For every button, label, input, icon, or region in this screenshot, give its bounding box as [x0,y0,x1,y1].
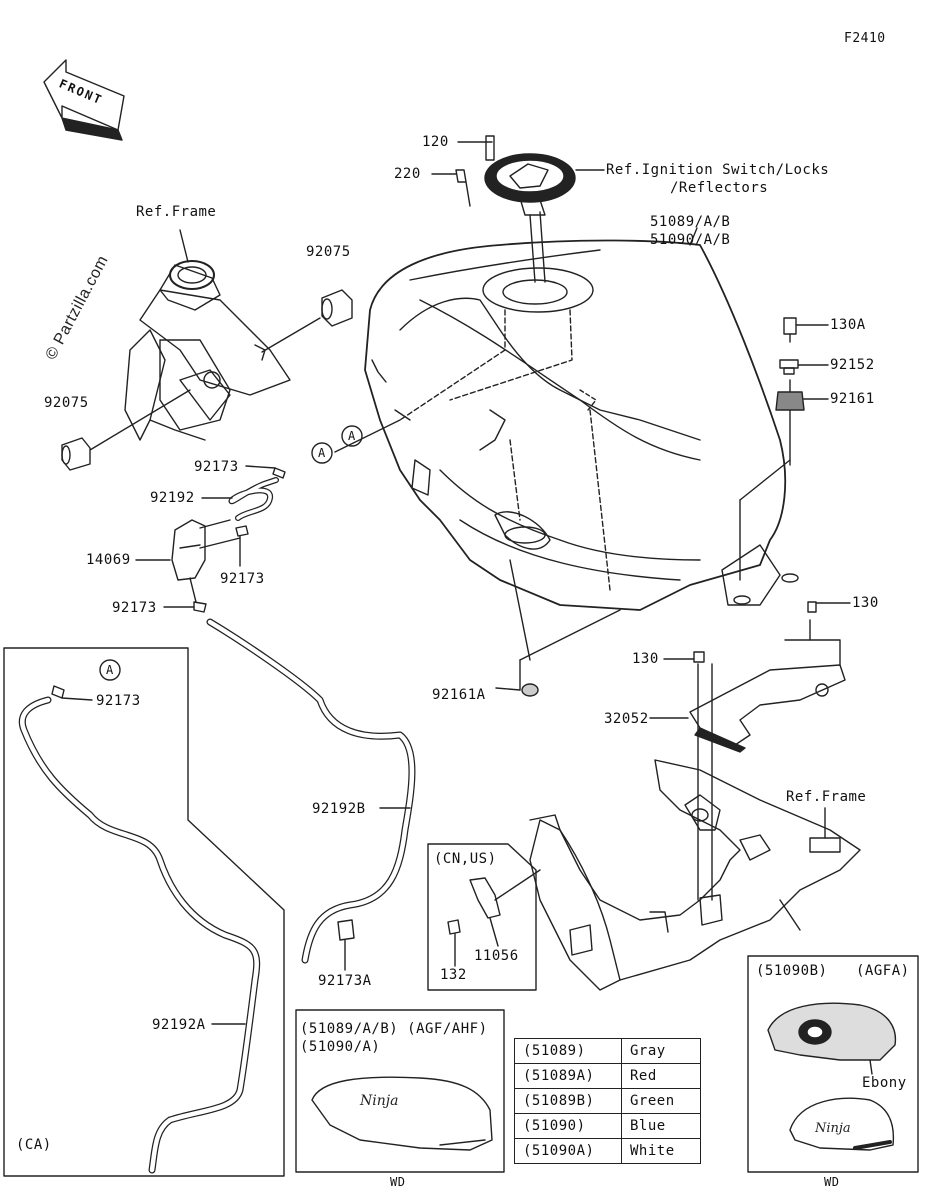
label-92161: 92161 [830,391,875,407]
color-row: (51089)Gray [514,1038,701,1064]
label-120: 120 [422,134,449,150]
label-130A: 130A [830,317,866,333]
diagram-code: F2410 [844,31,886,46]
agf-line-2: (51090/A) [300,1039,381,1055]
tank-cover-agfa-drawing: Ninja [767,1002,897,1151]
color-table: (51089)Gray (51089A)Red (51089B)Green (5… [514,1038,701,1164]
tank-cover-agf-drawing: Ninja [311,1076,493,1151]
cnus-title: (CN,US) [434,851,497,867]
fuel-cap-drawing [431,135,605,283]
ca-circle-a-label: A [106,663,114,677]
leader-lines [334,419,621,697]
cnus-label-11056: 11056 [474,948,519,964]
rubber-92075-left [61,437,91,471]
color-row: (51090)Blue [514,1113,701,1139]
callout-circle-a-ca [99,659,121,681]
color-part-cell: (51089A) [514,1063,622,1089]
label-51089: 51089/A/B [650,214,731,230]
callout-circle-a-1 [311,442,333,464]
agf-line-1: (51089/A/B) (AGF/AHF) [300,1021,488,1037]
svg-text:Ninja: Ninja [359,1093,398,1109]
label-92173-b: 92173 [220,571,265,587]
cnus-label-132: 132 [440,967,467,983]
ca-label-92192A: 92192A [152,1017,206,1033]
label-circle-a-2: A [348,429,356,443]
label-92192B: 92192B [312,801,366,817]
label-circle-a-1: A [318,446,326,460]
label-14069: 14069 [86,552,131,568]
clamps-92173 [163,465,286,613]
agfa-part: (51090B) [756,963,828,979]
ca-tag: (CA) [16,1137,52,1153]
agf-wd: WD [390,1175,406,1189]
label-92173A: 92173A [318,973,372,989]
rubber-92161-icon [775,391,829,411]
color-row: (51089B)Green [514,1088,701,1114]
label-32052: 32052 [604,711,649,727]
svg-text:Ninja: Ninja [814,1121,851,1136]
label-92075-top: 92075 [306,244,351,260]
color-name-cell: Blue [621,1113,701,1139]
hose-92192 [201,477,279,521]
hose-92192B [206,618,416,971]
color-part-cell: (51090) [514,1113,622,1139]
agfa-color: Ebony [862,1075,907,1091]
callout-circle-a-2 [341,425,363,447]
ca-box-frame [3,647,285,1177]
front-arrow-icon [43,59,125,141]
color-name-cell: Gray [621,1038,701,1064]
color-part-cell: (51089B) [514,1088,622,1114]
label-220: 220 [394,166,421,182]
label-92161A: 92161A [432,687,486,703]
label-ref-frame-bottom: Ref.Frame [786,789,867,805]
color-name-cell: Red [621,1063,701,1089]
label-51090: 51090/A/B [650,232,731,248]
fitting-14069-drawing [135,519,241,603]
agf-box-frame [295,1009,505,1173]
main-frame-drawing [529,759,861,991]
frame-bracket-drawing [89,229,321,451]
color-part-cell: (51090A) [514,1138,622,1164]
ca-label-92173: 92173 [96,693,141,709]
color-row: (51089A)Red [514,1063,701,1089]
color-name-cell: Green [621,1088,701,1114]
agfa-model: (AGFA) [856,963,910,979]
label-92173-c: 92173 [112,600,157,616]
agfa-wd: WD [824,1175,840,1189]
bolt-130A-icon [783,317,829,343]
label-92152: 92152 [830,357,875,373]
color-part-cell: (51089) [514,1038,622,1064]
label-ref-ignition-2: /Reflectors [670,180,769,196]
bracket-11056-drawing [447,869,541,967]
label-92192: 92192 [150,490,195,506]
label-92075-left: 92075 [44,395,89,411]
label-ref-frame-top: Ref.Frame [136,204,217,220]
label-130-mid: 130 [632,651,659,667]
fuel-tank-drawing [364,227,799,611]
label-130-right: 130 [852,595,879,611]
agfa-box-frame [747,955,919,1173]
collar-92152-icon [779,359,829,375]
label-ref-ignition-1: Ref.Ignition Switch/Locks [606,162,830,178]
rubber-92075-top [321,289,353,327]
color-row: (51090A)White [514,1138,701,1164]
hose-92192A [18,685,261,1174]
cnus-box-frame [427,843,537,991]
color-name-cell: White [621,1138,701,1164]
bracket-32052-drawing [649,601,851,901]
label-92173-a: 92173 [194,459,239,475]
